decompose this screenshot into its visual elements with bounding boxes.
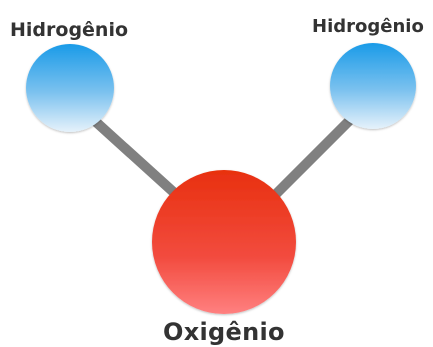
hydrogen-atom-right [330,43,416,129]
bond-left [92,118,184,202]
oxygen-label: Oxigênio [163,318,285,346]
hydrogen-left-label: Hidrogênio [10,19,129,41]
hydrogen-right-label: Hidrogênio [312,16,424,37]
bond-right [266,116,354,204]
oxygen-atom [152,170,296,314]
hydrogen-atom-left [26,44,114,132]
